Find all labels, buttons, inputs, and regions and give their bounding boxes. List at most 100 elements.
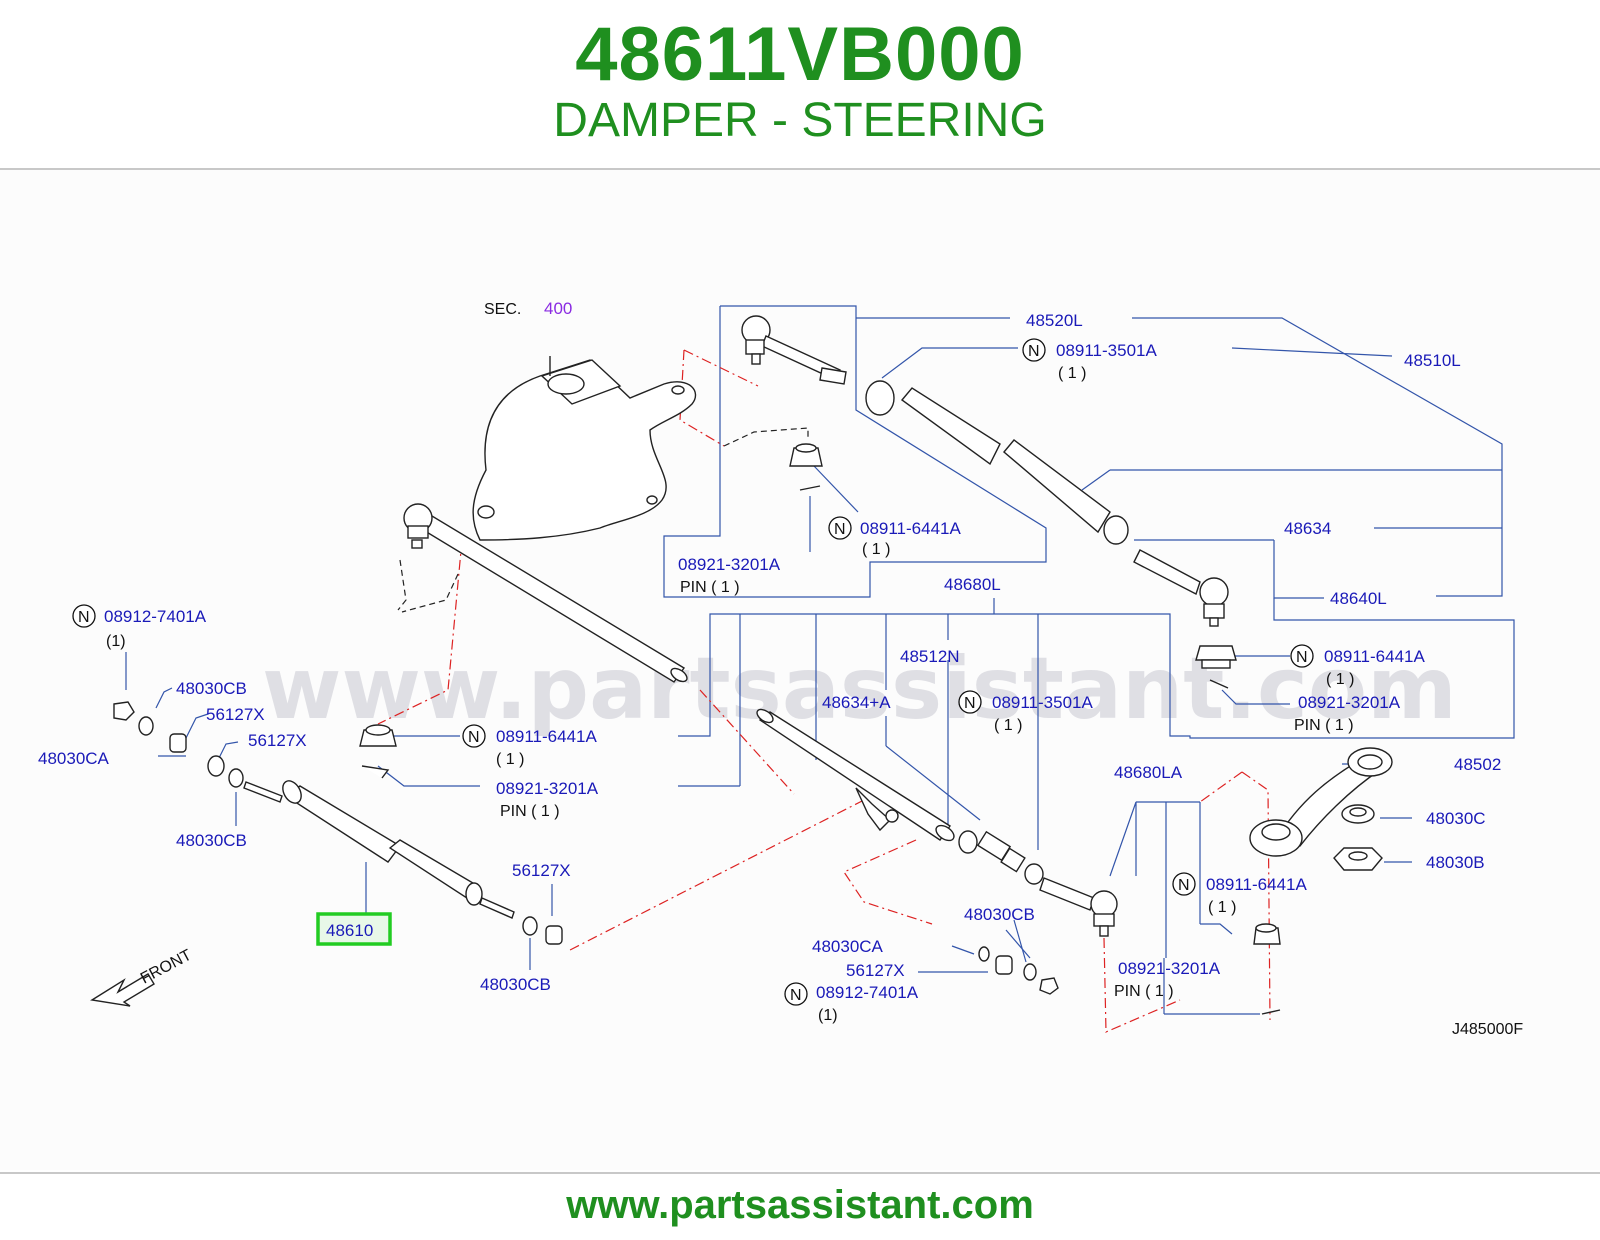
n-marker-icon: [1172, 872, 1196, 896]
header: 48611VB000 DAMPER - STEERING: [0, 0, 1600, 168]
label-08911-6441A-mid[interactable]: 08911-6441A: [496, 727, 597, 746]
label-48520L[interactable]: 48520L: [1026, 311, 1083, 330]
steering-gear-housing: [472, 356, 697, 541]
header-divider: [0, 168, 1600, 170]
n-marker-icon: [462, 724, 486, 748]
n-marker-text: N: [790, 987, 802, 1004]
cotter-pins: [361, 485, 1281, 1015]
qty-mid-6441: ( 1 ): [496, 751, 524, 768]
castle-nut-br: [1253, 923, 1281, 945]
footer-url-link[interactable]: www.partsassistant.com: [566, 1183, 1034, 1227]
n-marker-text: N: [964, 695, 976, 712]
n-marker-icon: [958, 690, 982, 714]
tie-rod-end-top: [741, 315, 847, 385]
label-48030CB-4[interactable]: 48030CB: [480, 975, 551, 994]
highlighted-part-48610[interactable]: 48610: [316, 912, 392, 946]
tie-rod-end-lower: [1039, 877, 1118, 937]
leader-lines: [125, 305, 1515, 1015]
n-marker-icon: [828, 516, 852, 540]
qty-top-3501: ( 1 ): [1058, 365, 1086, 382]
castle-nut-mid: [359, 724, 397, 747]
front-arrow-icon: [90, 973, 155, 1007]
tie-rod-end-right: [1133, 549, 1237, 669]
n-marker-text: N: [834, 521, 846, 538]
n-marker-text: N: [468, 729, 480, 746]
adjusting-tube: [865, 380, 1129, 545]
label-48030CB-1[interactable]: 48030CB: [176, 679, 247, 698]
front-label: FRONT: [138, 947, 195, 988]
label-08911-6441A-br[interactable]: 08911-6441A: [1206, 875, 1307, 894]
label-48030CA-bot[interactable]: 48030CA: [812, 937, 884, 956]
pin-right: PIN ( 1 ): [1294, 717, 1354, 734]
n-markers: N N N N N N N N: [72, 338, 1314, 1006]
qty-br-6441: ( 1 ): [1208, 899, 1236, 916]
part-number-title: 48611VB000: [575, 12, 1025, 97]
part-labels: 48520L 48510L 08911-3501A ( 1 ) 08911-64…: [38, 311, 1501, 1024]
drawing-code: J485000F: [1452, 1021, 1523, 1038]
label-48512N[interactable]: 48512N: [900, 647, 960, 666]
label-48502[interactable]: 48502: [1454, 755, 1501, 774]
sleeve-assembly: [958, 830, 1044, 885]
watermark: www.partsassistant.com: [262, 639, 1457, 739]
qty-mid-3501: ( 1 ): [994, 717, 1022, 734]
castle-nut-top: [789, 443, 823, 467]
steering-damper: [243, 780, 515, 919]
highlighted-part-label[interactable]: 48610: [326, 921, 373, 940]
n-marker-icon: [784, 982, 808, 1006]
dashed-indicators: [397, 427, 809, 613]
n-marker-text: N: [1296, 649, 1308, 666]
label-48510L[interactable]: 48510L: [1404, 351, 1461, 370]
qty-right-6441: ( 1 ): [1326, 671, 1354, 688]
n-marker-icon: [72, 604, 96, 628]
label-48634A[interactable]: 48634+A: [822, 693, 891, 712]
qty-left-7401: (1): [106, 633, 126, 650]
label-48680L[interactable]: 48680L: [944, 575, 1001, 594]
label-08911-6441A-top[interactable]: 08911-6441A: [860, 519, 961, 538]
label-56127X-3[interactable]: 56127X: [512, 861, 571, 880]
label-08911-3501A-mid[interactable]: 08911-3501A: [992, 693, 1093, 712]
label-08921-3201A-mid[interactable]: 08921-3201A: [496, 779, 599, 798]
parts-diagram: www.partsassistant.com: [0, 170, 1600, 1170]
label-48634[interactable]: 48634: [1284, 519, 1331, 538]
lock-washer: [1341, 804, 1375, 824]
qty-top-6441: ( 1 ): [862, 541, 890, 558]
pin-mid: PIN ( 1 ): [500, 803, 560, 820]
label-08911-3501A-top[interactable]: 08911-3501A: [1056, 341, 1157, 360]
part-name-subtitle: DAMPER - STEERING: [553, 94, 1047, 147]
relay-rod: [756, 708, 955, 842]
label-08921-3201A-bot[interactable]: 08921-3201A: [1118, 959, 1221, 978]
tie-rod-upper: [403, 503, 688, 683]
n-marker-icon: [1022, 338, 1046, 362]
label-48030B[interactable]: 48030B: [1426, 853, 1485, 872]
label-08921-3201A-top[interactable]: 08921-3201A: [678, 555, 781, 574]
n-marker-text: N: [1028, 343, 1040, 360]
sec-number-link[interactable]: 400: [544, 299, 572, 318]
label-08911-6441A-right[interactable]: 08911-6441A: [1324, 647, 1425, 666]
sec-prefix: SEC.: [484, 301, 521, 318]
center-hardware: [978, 946, 1059, 995]
n-marker-text: N: [1178, 877, 1190, 894]
label-48640L[interactable]: 48640L: [1330, 589, 1387, 608]
label-48680LA[interactable]: 48680LA: [1114, 763, 1183, 782]
damper-hardware: [522, 916, 563, 945]
diagram-canvas: www.partsassistant.com: [38, 299, 1523, 1038]
label-08912-7401A-left[interactable]: 08912-7401A: [104, 607, 207, 626]
label-48030CA-left[interactable]: 48030CA: [38, 749, 110, 768]
pin-top: PIN ( 1 ): [680, 579, 740, 596]
label-48030CB-2[interactable]: 48030CB: [176, 831, 247, 850]
label-56127X-2[interactable]: 56127X: [248, 731, 307, 750]
qty-bot-7401: (1): [818, 1007, 838, 1024]
label-48030C[interactable]: 48030C: [1426, 809, 1486, 828]
label-08921-3201A-right[interactable]: 08921-3201A: [1298, 693, 1401, 712]
footer-divider: [0, 1172, 1600, 1174]
left-hardware: [113, 701, 244, 788]
label-48030CB-3[interactable]: 48030CB: [964, 905, 1035, 924]
pin-bot: PIN ( 1 ): [1114, 983, 1174, 1000]
n-marker-text: N: [78, 609, 90, 626]
hex-nut: [1333, 847, 1383, 871]
label-56127X-1[interactable]: 56127X: [206, 705, 265, 724]
label-56127X-4[interactable]: 56127X: [846, 961, 905, 980]
pitman-arm: [1249, 747, 1393, 857]
label-08912-7401A-bot[interactable]: 08912-7401A: [816, 983, 919, 1002]
n-marker-icon: [1290, 644, 1314, 668]
